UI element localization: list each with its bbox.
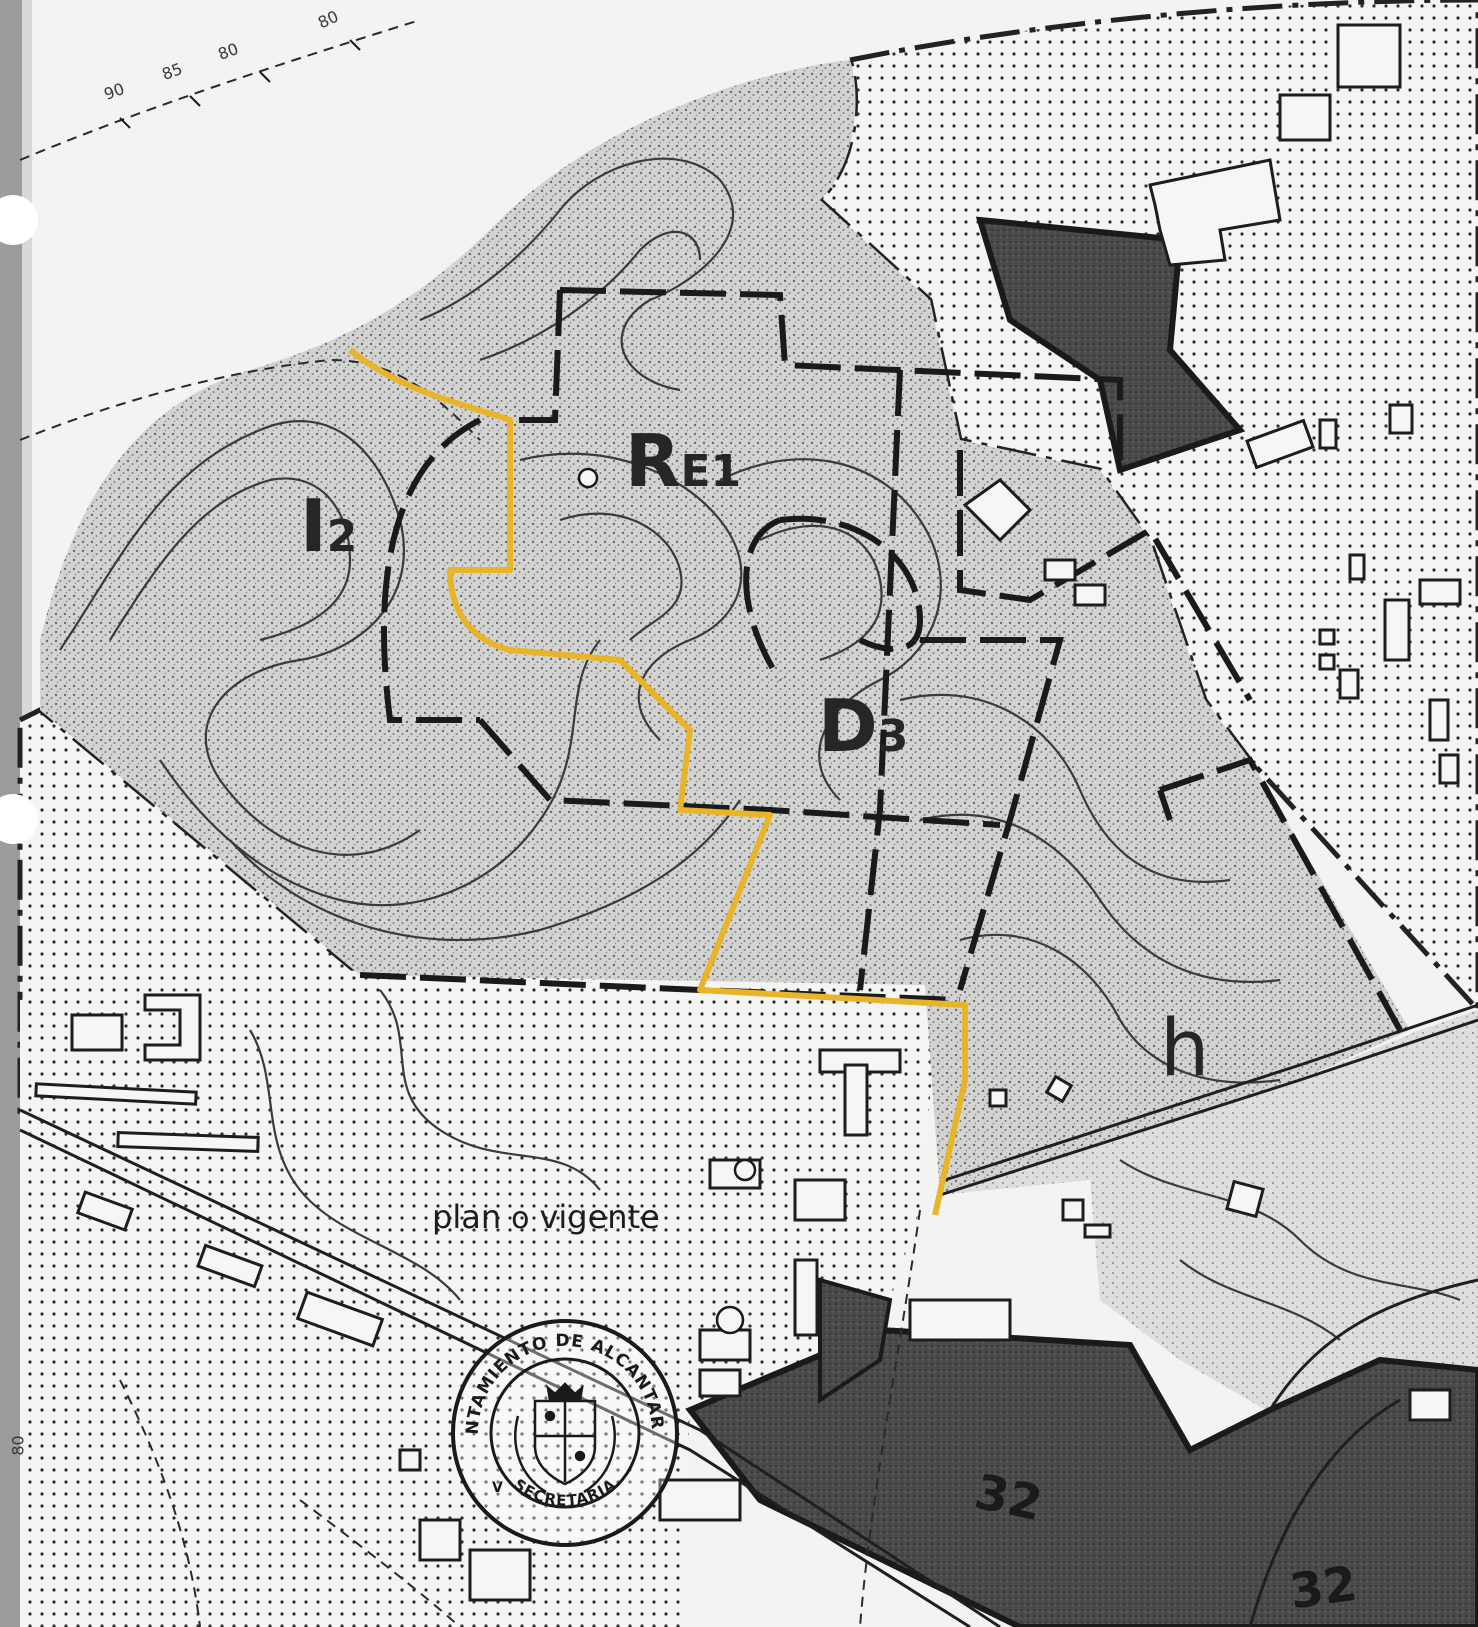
coat-of-arms-icon xyxy=(514,1382,616,1494)
annotation-dot: o xyxy=(511,1201,530,1236)
survey-markers xyxy=(577,467,757,1335)
zone-label-d3-main: D xyxy=(818,684,878,768)
contour-label-80-left: 80 xyxy=(8,1435,28,1456)
highlighted-boundary xyxy=(348,347,968,1216)
zone-label-i2-main: I xyxy=(300,484,327,568)
road-lines xyxy=(19,19,921,1627)
official-seal: AYUNTAMIENTO DE ALCANTARILLA SECRETARIA … xyxy=(448,1316,679,1547)
zone-label-d3-sub: 3 xyxy=(877,711,909,762)
dark-block-strip xyxy=(818,1277,893,1404)
block-number-32-right: 32 xyxy=(1286,1555,1361,1621)
stippled-terrain-central xyxy=(40,60,1410,1195)
zone-label-h-main: h xyxy=(1160,1004,1210,1094)
zone-label-d3: D3 xyxy=(818,690,908,762)
dotted-zone-south-west xyxy=(20,970,940,1627)
dotted-zone-north-east xyxy=(816,0,1478,1014)
railway-line xyxy=(19,1003,1478,1627)
stippled-terrain-south-east xyxy=(940,1010,1478,1430)
zone-label-h: h xyxy=(1160,1010,1209,1088)
zone-label-re1-sub: E1 xyxy=(680,446,742,497)
annotation-vigente: vigente xyxy=(539,1198,660,1236)
zone-label-re1-main: R xyxy=(625,419,681,503)
dark-block-south xyxy=(685,1326,1478,1627)
contour-lines xyxy=(59,157,1461,1341)
contour-ticks xyxy=(119,39,361,129)
building-outlines xyxy=(34,23,1462,1602)
zone-label-re1: RE1 xyxy=(625,425,741,497)
zone-label-i2: I2 xyxy=(300,490,357,562)
seal-text-side: V xyxy=(492,1480,503,1496)
annotation-plan: plan xyxy=(432,1198,502,1236)
zone-label-i2-sub: 2 xyxy=(326,511,358,562)
